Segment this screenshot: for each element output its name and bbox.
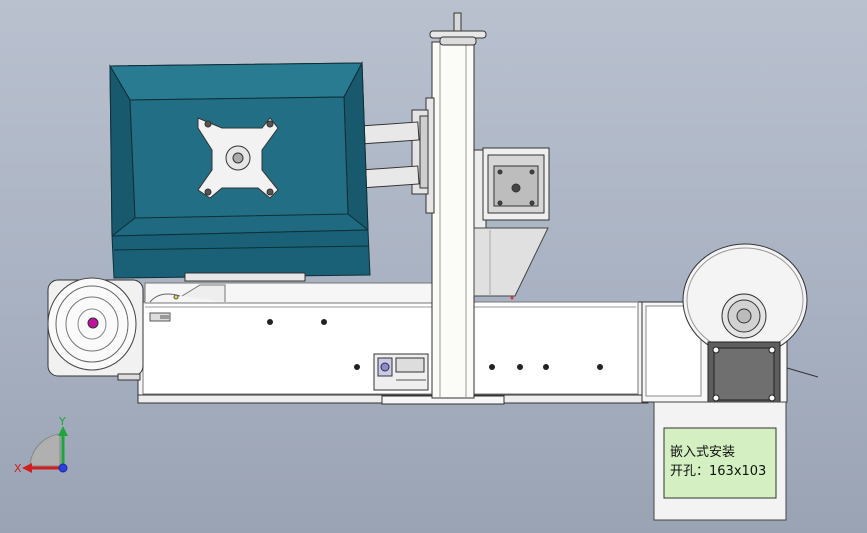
reference-mark	[510, 296, 514, 300]
lower-bracket	[473, 227, 549, 297]
right-module	[641, 243, 819, 403]
axis-triad	[22, 426, 68, 473]
vertical-column	[425, 41, 487, 399]
control-panel	[653, 401, 787, 521]
top-flange	[429, 12, 487, 46]
panel-label-line1: 嵌入式安装	[670, 445, 735, 460]
column-box	[482, 147, 550, 221]
axis-x-label: X	[14, 462, 22, 475]
sensor-unit	[373, 353, 429, 391]
panel-label-line2: 开孔：163x103	[670, 464, 766, 479]
stepper-motor	[707, 341, 781, 407]
axis-y-label: Y	[58, 415, 66, 428]
left-roller	[47, 277, 144, 381]
vesa-plate	[197, 117, 279, 199]
mounting-holes	[267, 319, 603, 370]
